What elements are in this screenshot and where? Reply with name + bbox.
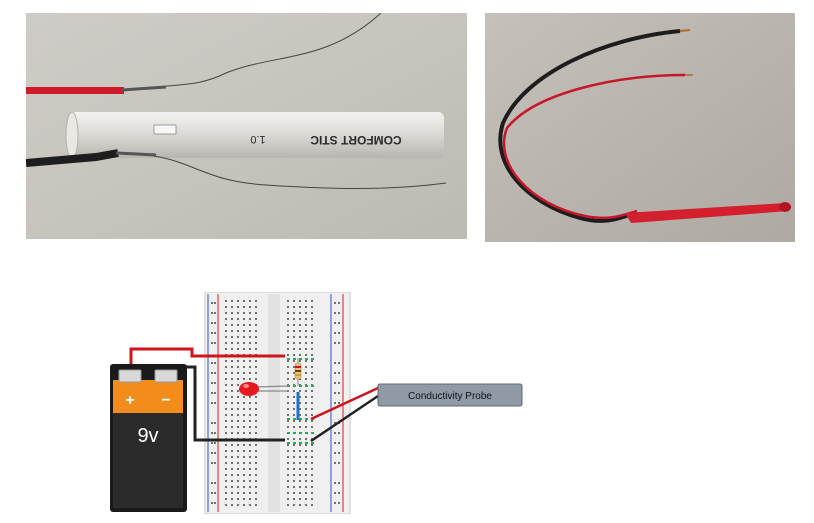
led [239,382,290,396]
tube-number: 1.0 [250,133,265,145]
black-wire [26,149,119,167]
twisted-wire-photo [485,13,795,242]
red-wire [26,87,124,94]
red-wire [502,73,686,220]
circuit-diagram: + − 9v Conductivity Probe [105,291,525,515]
breadboard [204,291,351,515]
circuit-diagram-drawing: + − 9v Conductivity Probe [110,291,523,515]
red-probe-handle [625,203,789,223]
conductivity-probe: Conductivity Probe [377,383,523,407]
probe-tube-photo: COMFORT STIC 1.0 [26,13,467,239]
probe-red-lead [310,386,379,421]
probe-black-lead [310,394,379,443]
black-wire [498,29,681,223]
battery-voltage-label: 9v [137,425,158,447]
probe-label: Conductivity Probe [408,391,492,402]
probe-box [377,383,523,407]
battery-label-band [113,380,183,413]
bare-wire-bottom [153,155,447,189]
paper-tube [70,112,444,158]
probe-tube-photo-drawing: COMFORT STIC 1.0 [26,13,467,239]
bare-wire-top [120,13,382,92]
twisted-wire-photo-drawing [485,13,795,242]
battery-minus-label: − [161,392,170,409]
battery-positive-wire [129,347,285,364]
tube-label: COMFORT STIC [310,133,402,147]
battery-9v: + − 9v [110,364,187,512]
battery-plus-label: + [125,392,134,409]
resistor [294,358,302,386]
